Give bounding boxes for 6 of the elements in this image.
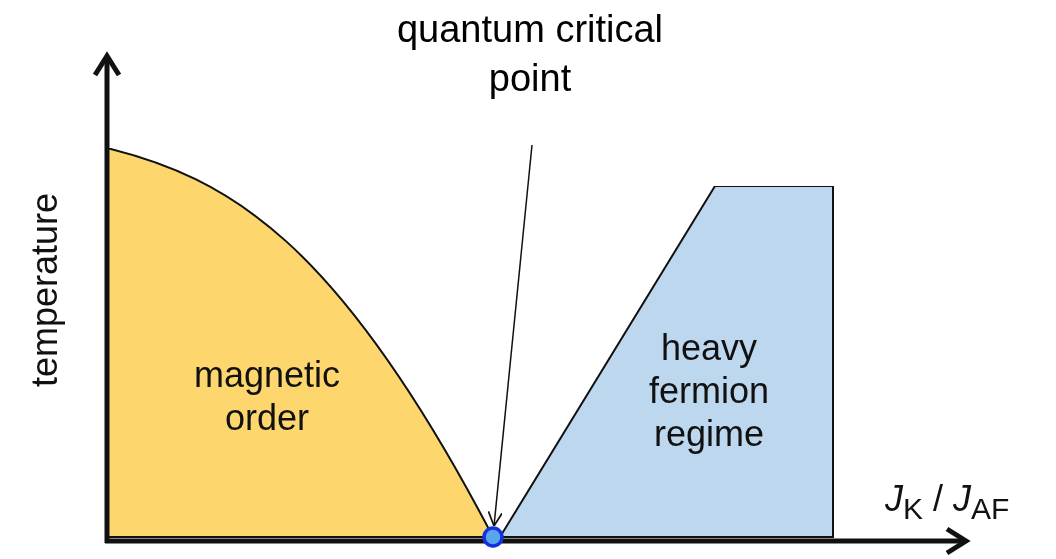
axis-title: temperature — [24, 192, 67, 388]
region-label: heavy fermion regime — [647, 326, 770, 456]
leader-line — [487, 144, 533, 527]
callout-text: quantum critical point — [395, 5, 665, 105]
region-label: magnetic order — [192, 353, 342, 440]
axis-title: J$_{K}$ / J$_{AF}$ — [885, 478, 1010, 527]
